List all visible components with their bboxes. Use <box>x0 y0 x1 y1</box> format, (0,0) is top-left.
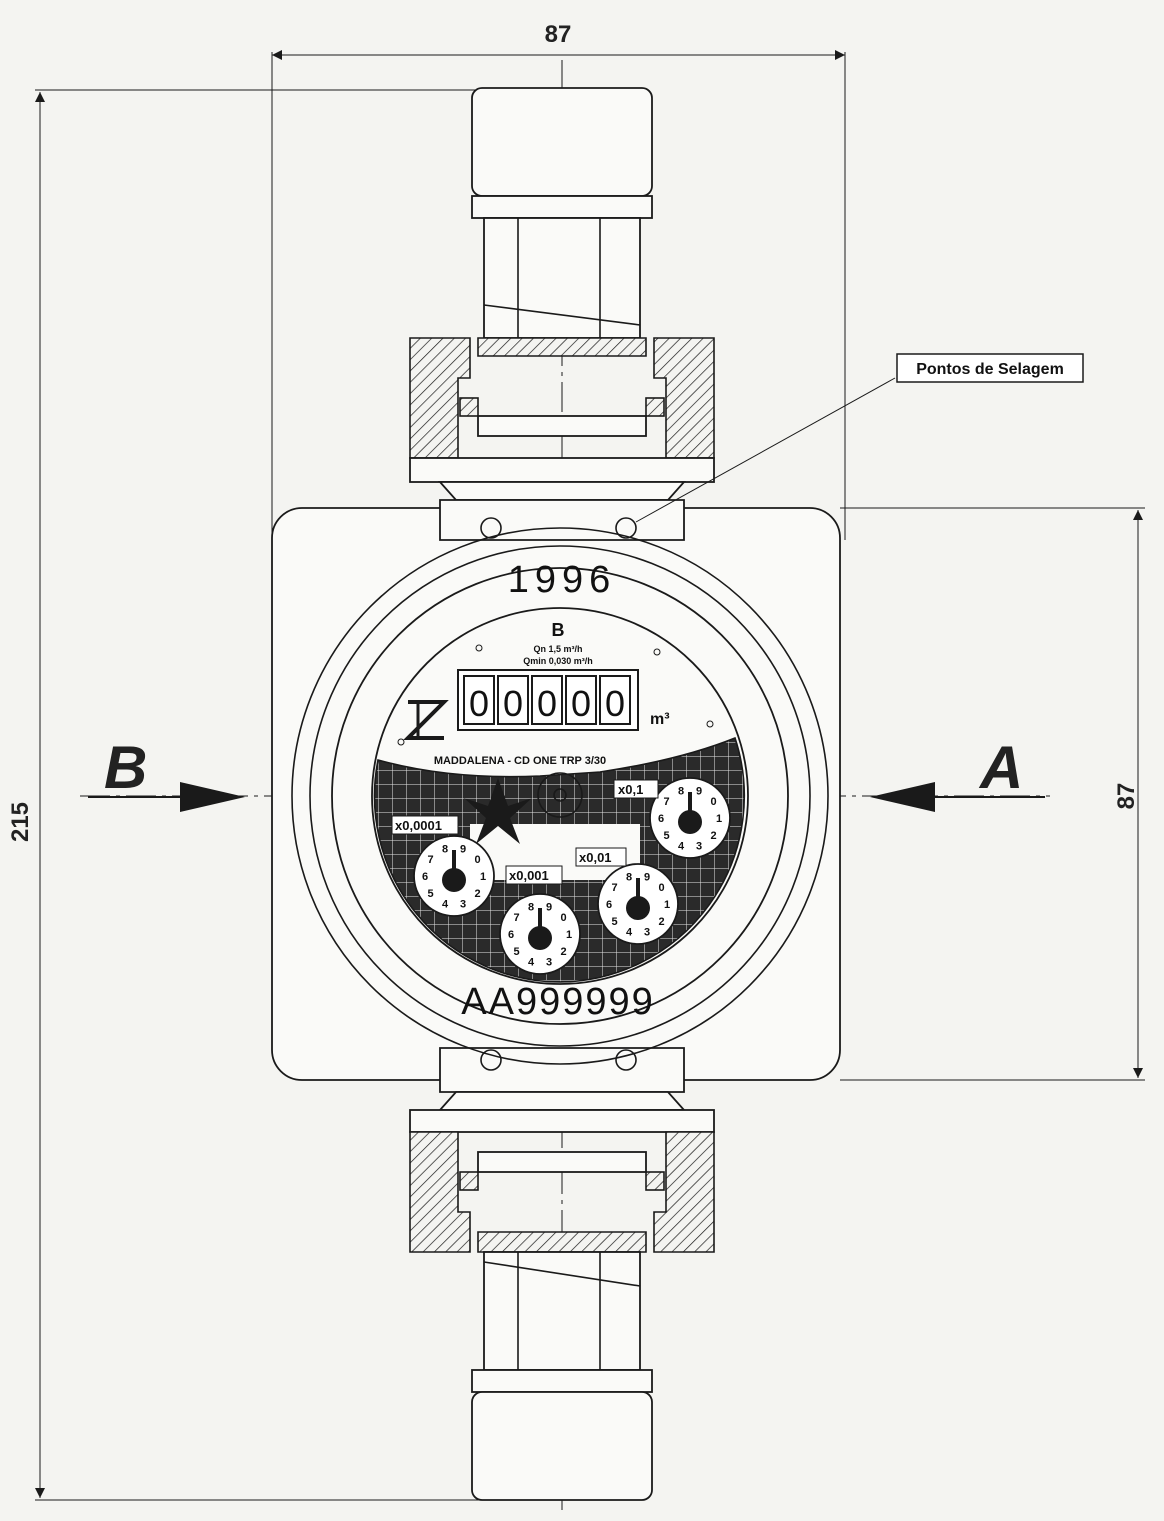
dial-number: 8 <box>442 843 448 855</box>
dial-number: 2 <box>474 888 480 900</box>
odometer-digit: 0 <box>469 683 489 724</box>
dial-number: 0 <box>560 912 566 924</box>
flow-indicator-star-icon <box>464 778 532 844</box>
sealing-points-callout <box>635 353 1084 523</box>
dial-number: 9 <box>696 785 702 797</box>
year-marking: 1996 <box>508 559 617 601</box>
seal-point <box>615 517 637 539</box>
dial-number: 1 <box>664 899 670 911</box>
outer-ring <box>291 527 829 1065</box>
callout-label: Pontos de Selagem <box>916 361 1064 378</box>
serial-number: AA999999 <box>461 981 655 1023</box>
minimum-flow: Qmin 0,030 m³/h <box>523 656 593 666</box>
top-connector <box>409 87 715 501</box>
dial-number: 4 <box>442 899 449 911</box>
odometer-digit: 0 <box>571 683 591 724</box>
unit-label: m³ <box>650 711 670 728</box>
odometer-cell <box>463 675 495 725</box>
meter-class: B <box>552 620 565 640</box>
odometer-digit: 0 <box>605 683 625 724</box>
dial-number: 0 <box>474 854 480 866</box>
bottom-connector <box>409 1091 715 1501</box>
model-label: MADDALENA - CD ONE TRP 3/30 <box>434 755 606 767</box>
dial-number: 9 <box>546 901 552 913</box>
dial-number: 6 <box>658 813 664 825</box>
flow-label-a: A <box>978 734 1023 801</box>
odometer-digit: 0 <box>537 683 557 724</box>
odometer-cell <box>599 675 631 725</box>
dial-number: 0 <box>710 796 716 808</box>
dial-number: 4 <box>528 957 535 969</box>
dial-number: 7 <box>663 796 669 808</box>
dial-number: 3 <box>696 841 702 853</box>
flow-arrow-a <box>870 782 1045 812</box>
dial-number: 8 <box>626 871 632 883</box>
dial-number: 7 <box>513 912 519 924</box>
dial-number: 8 <box>528 901 534 913</box>
dimension-height-left: 215 <box>7 802 34 842</box>
dial-number: 4 <box>678 841 685 853</box>
dial-number: 6 <box>508 929 514 941</box>
lower-seal-plate <box>439 1047 685 1093</box>
flow-arrow-b <box>88 782 245 812</box>
dial-number: 5 <box>611 916 617 928</box>
dial-pointer <box>452 850 456 878</box>
odometer-digit: 0 <box>503 683 523 724</box>
odometer-cell <box>531 675 563 725</box>
outer-ring-inner <box>309 545 811 1047</box>
dimension-lines <box>35 50 1145 1501</box>
dial-number: 5 <box>513 946 519 958</box>
dial-number: 4 <box>626 927 633 939</box>
dial-number: 1 <box>716 813 722 825</box>
nominal-flow: Qn 1,5 m³/h <box>533 644 582 654</box>
dial-number: 9 <box>460 843 466 855</box>
dial-number: 2 <box>658 916 664 928</box>
dial-number: 0 <box>658 882 664 894</box>
upper-seal-plate <box>439 499 685 541</box>
dial-number: 3 <box>644 927 650 939</box>
dial-number: 2 <box>710 830 716 842</box>
dial-number: 8 <box>678 785 684 797</box>
dial-number: 3 <box>460 899 466 911</box>
dial-number: 7 <box>427 854 433 866</box>
dial-number: 3 <box>546 957 552 969</box>
seal-point <box>615 1049 637 1071</box>
dial-pointer <box>688 792 692 820</box>
dial-number: 9 <box>644 871 650 883</box>
dial-multiplier: x0,0001 <box>395 818 442 833</box>
dimension-width-top: 87 <box>545 21 572 48</box>
dial-number: 6 <box>422 871 428 883</box>
dial-multiplier: x0,01 <box>579 850 612 865</box>
dial-pointer <box>538 908 542 936</box>
dial-multiplier: x0,001 <box>509 868 549 883</box>
flow-label-b: B <box>104 734 147 801</box>
dial-pointer <box>636 878 640 906</box>
dial-number: 6 <box>606 899 612 911</box>
dial-number: 2 <box>560 946 566 958</box>
manufacturer-logo-icon <box>403 700 449 740</box>
seal-point <box>480 517 502 539</box>
dial-number: 1 <box>566 929 572 941</box>
dial-number: 1 <box>480 871 486 883</box>
dimension-height-right: 87 <box>1113 783 1140 810</box>
seal-point <box>480 1049 502 1071</box>
odometer-cell <box>497 675 529 725</box>
dial-number: 7 <box>611 882 617 894</box>
dial-multiplier: x0,1 <box>618 782 643 797</box>
odometer-cell <box>565 675 597 725</box>
dial-number: 5 <box>663 830 669 842</box>
center-hub <box>537 772 583 818</box>
dial-number: 5 <box>427 888 433 900</box>
